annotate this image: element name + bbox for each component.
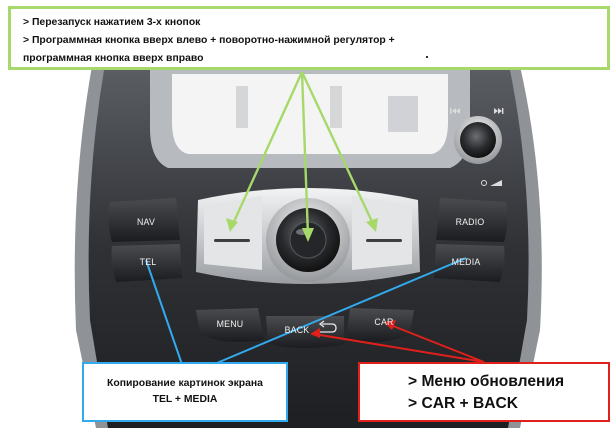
update-line-2: > CAR + BACK xyxy=(408,395,519,412)
red-arrows xyxy=(310,320,485,363)
update-line-1: > Меню обновления xyxy=(408,373,565,390)
return-arrow-icon xyxy=(318,320,337,333)
screenshot-line-2: TEL + MEDIA xyxy=(152,394,218,405)
stray-dot xyxy=(426,56,428,58)
media-button[interactable] xyxy=(434,244,505,282)
volume-knob[interactable] xyxy=(460,122,496,158)
next-track-icon[interactable] xyxy=(494,108,504,114)
radio-label: RADIO xyxy=(455,217,485,227)
menu-button[interactable] xyxy=(196,308,264,342)
car-label: CAR xyxy=(374,317,394,327)
blue-arrows xyxy=(145,257,467,377)
softkey-upper-left[interactable] xyxy=(204,196,262,270)
restart-callout: > Перезапуск нажатием 3-х кнопок > Прогр… xyxy=(8,6,610,70)
media-label: MEDIA xyxy=(451,257,481,267)
power-volume-icon xyxy=(481,180,502,186)
previous-track-icon[interactable] xyxy=(450,108,460,114)
radio-button[interactable] xyxy=(436,198,508,242)
screenshot-callout: Копирование картинок экрана TEL + MEDIA xyxy=(82,362,288,422)
softkey-upper-right[interactable] xyxy=(352,196,412,270)
tel-label: TEL xyxy=(139,257,157,267)
screenshot-line-1: Копирование картинок экрана xyxy=(107,378,263,389)
restart-line-2: > Программная кнопка вверх влево + повор… xyxy=(23,35,395,46)
softkey-left-marker xyxy=(214,239,250,242)
menu-label: MENU xyxy=(216,319,244,329)
restart-line-1: > Перезапуск нажатием 3-х кнопок xyxy=(23,17,201,28)
nav-label: NAV xyxy=(136,217,156,227)
back-label: BACK xyxy=(284,325,310,335)
green-arrows xyxy=(226,71,378,242)
car-button[interactable] xyxy=(346,308,414,342)
restart-line-3: программная кнопка вверх вправо xyxy=(23,53,204,64)
nav-button[interactable] xyxy=(108,198,180,242)
update-callout: > Меню обновления > CAR + BACK xyxy=(358,362,610,422)
softkey-right-marker xyxy=(366,239,402,242)
